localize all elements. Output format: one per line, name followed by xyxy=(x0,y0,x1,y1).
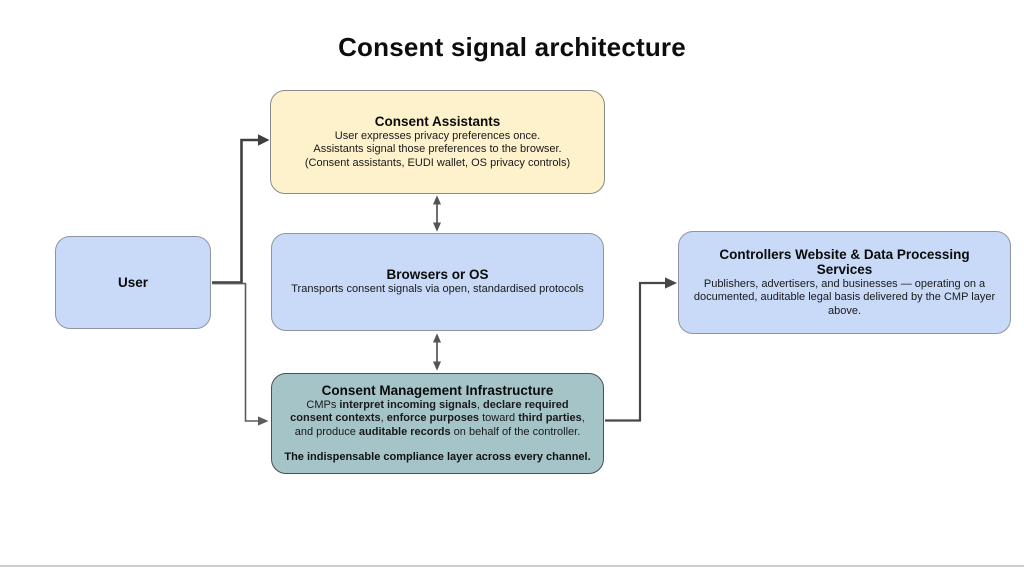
text-segment: , xyxy=(476,398,484,411)
body-line: User expresses privacy preferences once. xyxy=(334,129,541,142)
body-line: Assistants signal those preferences to t… xyxy=(313,143,562,156)
connector-user-to-assistants xyxy=(212,134,270,284)
text-segment: toward xyxy=(479,412,519,425)
arrowhead-icon xyxy=(433,195,441,205)
arrowhead-icon xyxy=(258,134,270,146)
connector-user-to-cmp xyxy=(212,282,269,426)
node-controllers: Controllers Website & Data Processing Se… xyxy=(678,231,1011,334)
node-browsers-body: Transports consent signals via open, sta… xyxy=(291,283,584,296)
arrowhead-icon xyxy=(433,361,441,371)
text-segment: , and produce xyxy=(294,412,585,438)
connector-cmp-to-controllers xyxy=(605,277,677,422)
body-line: (Consent assistants, EUDI wallet, OS pri… xyxy=(304,156,571,169)
diagram-title: Consent signal architecture xyxy=(338,32,686,62)
text-segment: auditable records xyxy=(358,425,451,438)
arrowhead-icon xyxy=(258,416,269,426)
node-consent-management-infrastructure: Consent Management Infrastructure CMPs i… xyxy=(271,373,604,474)
node-controllers-body: Publishers, advertisers, and businesses … xyxy=(693,277,996,317)
text-segment: declare required consent contexts xyxy=(290,398,569,425)
text-segment: interpret incoming signals xyxy=(339,398,477,411)
text-segment: on behalf of the controller. xyxy=(450,425,581,438)
node-consent-assistants: Consent Assistants User expresses privac… xyxy=(270,90,605,194)
canvas-bottom-edge xyxy=(0,565,1024,567)
node-browsers-or-os: Browsers or OS Transports consent signal… xyxy=(271,233,604,331)
connector-browsers-cmp-bidirectional xyxy=(433,333,441,371)
text-segment: enforce purposes xyxy=(386,412,480,425)
node-cmp-title: Consent Management Infrastructure xyxy=(321,382,554,398)
arrowhead-icon xyxy=(665,277,677,289)
node-cmp-body: CMPs interpret incoming signals, declare… xyxy=(284,399,591,439)
node-consent-assistants-title: Consent Assistants xyxy=(374,113,501,129)
node-browsers-title: Browsers or OS xyxy=(386,267,489,283)
node-consent-assistants-body: User expresses privacy preferences once.… xyxy=(305,130,570,170)
text-segment: , xyxy=(380,412,387,425)
node-user: User xyxy=(55,236,211,329)
arrowhead-icon xyxy=(433,222,441,232)
node-controllers-title: Controllers Website & Data Processing Se… xyxy=(719,246,970,277)
arrowhead-icon xyxy=(433,333,441,343)
connector-assistants-browsers-bidirectional xyxy=(433,195,441,232)
node-cmp-footer: The indispensable compliance layer acros… xyxy=(284,450,591,463)
text-segment: CMPs xyxy=(306,398,340,411)
node-user-title: User xyxy=(117,275,149,290)
text-segment: third parties xyxy=(518,412,582,425)
